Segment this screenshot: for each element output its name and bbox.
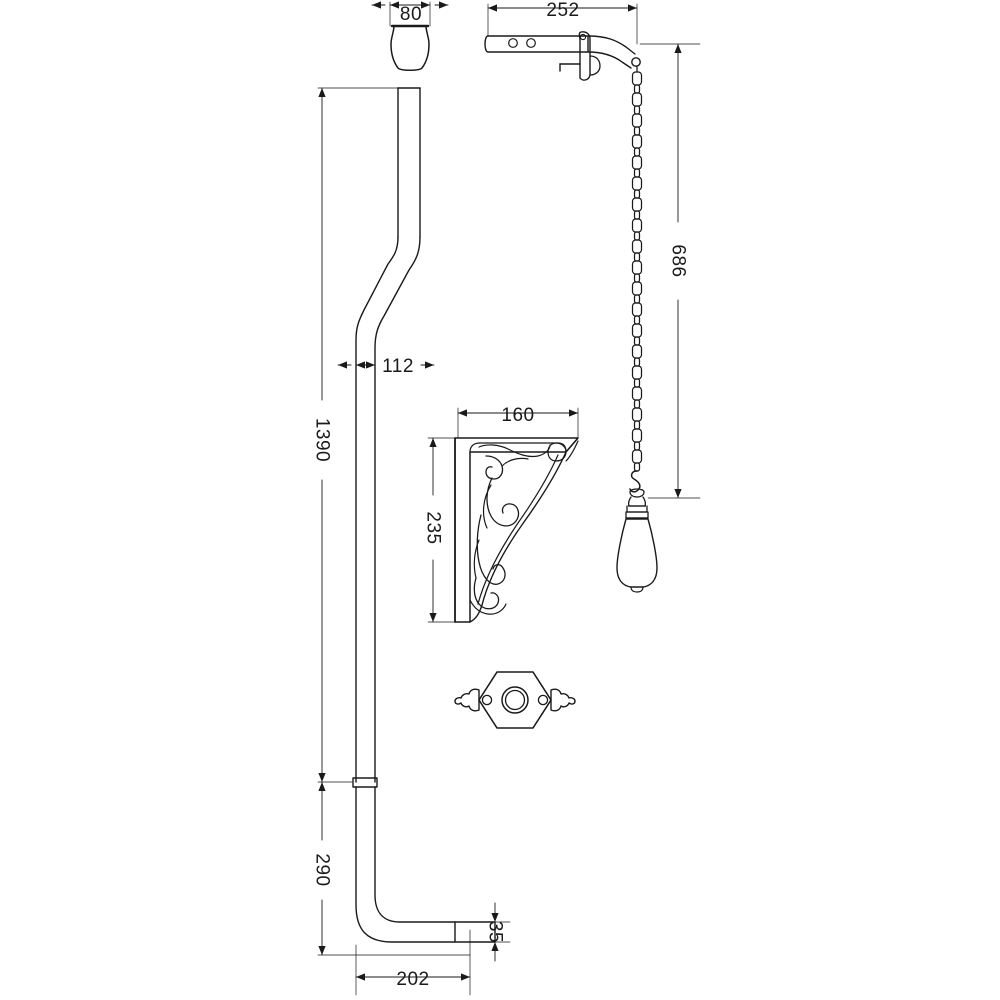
dim-label-chain-drop: 686	[668, 244, 689, 277]
dimension-lever-length	[487, 3, 638, 45]
flush-lever-arm	[484, 31, 641, 81]
dimension-outlet-height	[469, 902, 511, 962]
dim-label-bracket-height: 235	[423, 511, 444, 544]
dim-label-collar-width: 80	[400, 4, 422, 25]
flush-pipe	[352, 87, 496, 943]
dimension-bracket-width	[457, 407, 579, 439]
dim-label-outlet-height: 35	[485, 921, 506, 943]
pull-chain	[629, 65, 643, 493]
dim-label-lower-pipe: 290	[312, 853, 333, 886]
dim-label-pipe-height: 1390	[312, 418, 333, 462]
dimension-outlet-reach	[355, 929, 471, 996]
dim-label-outlet-reach: 202	[396, 969, 429, 990]
cistern-bracket	[454, 437, 579, 623]
pipe-escutcheon	[454, 671, 576, 729]
dimension-chain-drop	[639, 43, 701, 499]
pull-handle	[616, 488, 658, 593]
dim-label-pipe-offset: 112	[382, 356, 414, 377]
dimension-collar-width	[371, 1, 449, 27]
dimension-lower-pipe	[317, 781, 471, 956]
dim-label-lever-length: 252	[546, 0, 579, 21]
pipe-collar	[390, 24, 430, 71]
dimension-pipe-height	[317, 87, 421, 783]
dim-label-bracket-width: 160	[501, 405, 534, 426]
